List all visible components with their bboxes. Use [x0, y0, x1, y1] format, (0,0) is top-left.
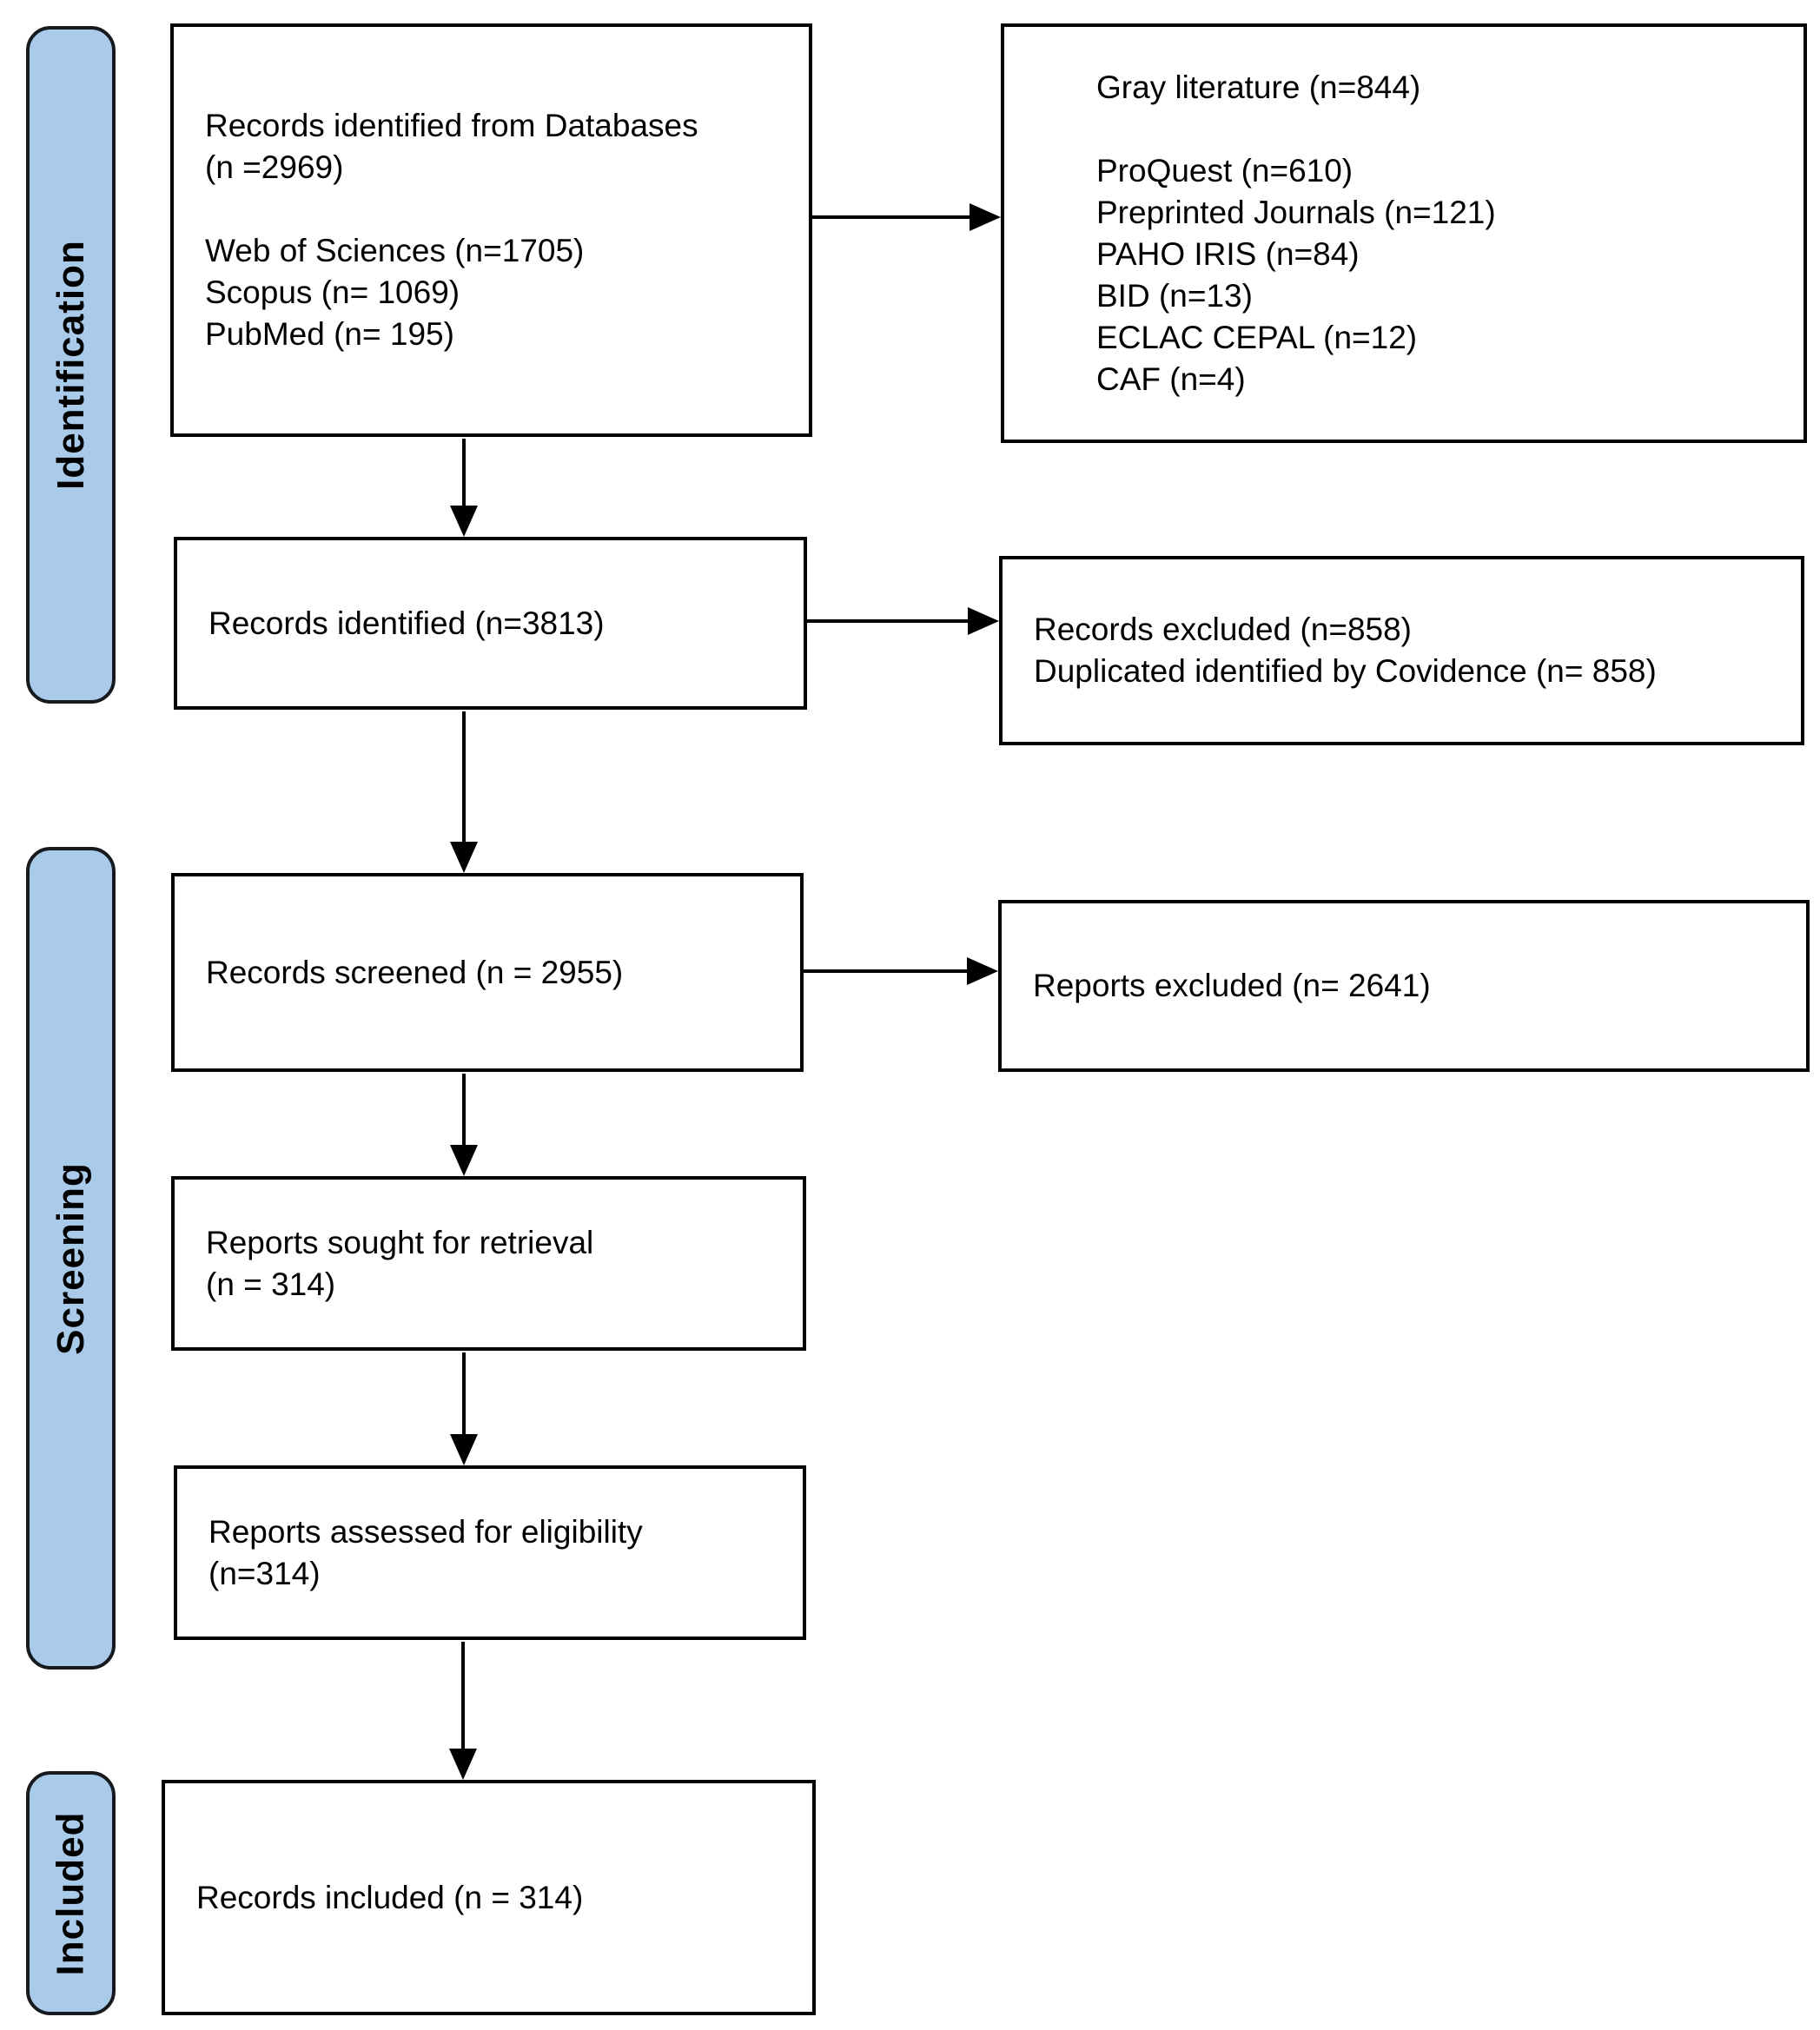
box-text-line: PubMed (n= 195)	[205, 316, 454, 352]
box-records-included: Records included (n = 314)	[162, 1780, 816, 2015]
box-text-line: Scopus (n= 1069)	[205, 274, 460, 310]
box-text-line: Reports assessed for eligibility	[208, 1513, 643, 1550]
box-text-line: ProQuest (n=610)	[1096, 152, 1353, 188]
box-text-line: PAHO IRIS (n=84)	[1096, 235, 1360, 272]
box-text-line: Preprinted Journals (n=121)	[1096, 194, 1496, 230]
box-text-line: BID (n=13)	[1096, 277, 1253, 314]
stage-included: Included	[26, 1771, 116, 2015]
stage-screening: Screening	[26, 847, 116, 1670]
stage-included-label: Included	[49, 1811, 92, 1975]
box-text-line: Records excluded (n=858)	[1034, 612, 1413, 647]
box-gray-literature: Gray literature (n=844) ProQuest (n=610)…	[1001, 23, 1807, 443]
stage-identification: Identification	[26, 26, 116, 704]
box-text-line: Reports excluded (n= 2641)	[1033, 968, 1431, 1003]
box-database-records: Records identified from Databases (n =29…	[170, 23, 812, 437]
box-text-line: Reports sought for retrieval	[206, 1224, 594, 1260]
box-text-line: (n=314)	[208, 1555, 321, 1591]
stage-identification-label: Identification	[49, 240, 92, 490]
stage-screening-label: Screening	[49, 1161, 92, 1355]
box-text-line: Records identified (n=3813)	[208, 605, 605, 641]
box-text-line: Records screened (n = 2955)	[206, 954, 624, 990]
box-reports-assessed: Reports assessed for eligibility (n=314)	[174, 1465, 806, 1640]
box-text-line: Records identified from Databases	[205, 108, 698, 143]
box-text-line: (n = 314)	[206, 1266, 336, 1302]
box-reports-sought: Reports sought for retrieval (n = 314)	[171, 1176, 806, 1351]
box-text-line: Gray literature (n=844)	[1096, 69, 1421, 105]
box-text-line: CAF (n=4)	[1096, 360, 1246, 397]
box-text-line: Duplicated identified by Covidence (n= 8…	[1034, 653, 1657, 689]
box-records-excluded: Records excluded (n=858) Duplicated iden…	[999, 556, 1804, 745]
box-records-screened: Records screened (n = 2955)	[171, 873, 804, 1072]
box-text-line: Records included (n = 314)	[196, 1879, 584, 1915]
box-records-identified: Records identified (n=3813)	[174, 537, 807, 710]
box-text-line: Web of Sciences (n=1705)	[205, 233, 585, 268]
box-text-line: (n =2969)	[205, 149, 344, 185]
box-reports-excluded: Reports excluded (n= 2641)	[998, 900, 1810, 1072]
box-text-line: ECLAC CEPAL (n=12)	[1096, 319, 1418, 355]
